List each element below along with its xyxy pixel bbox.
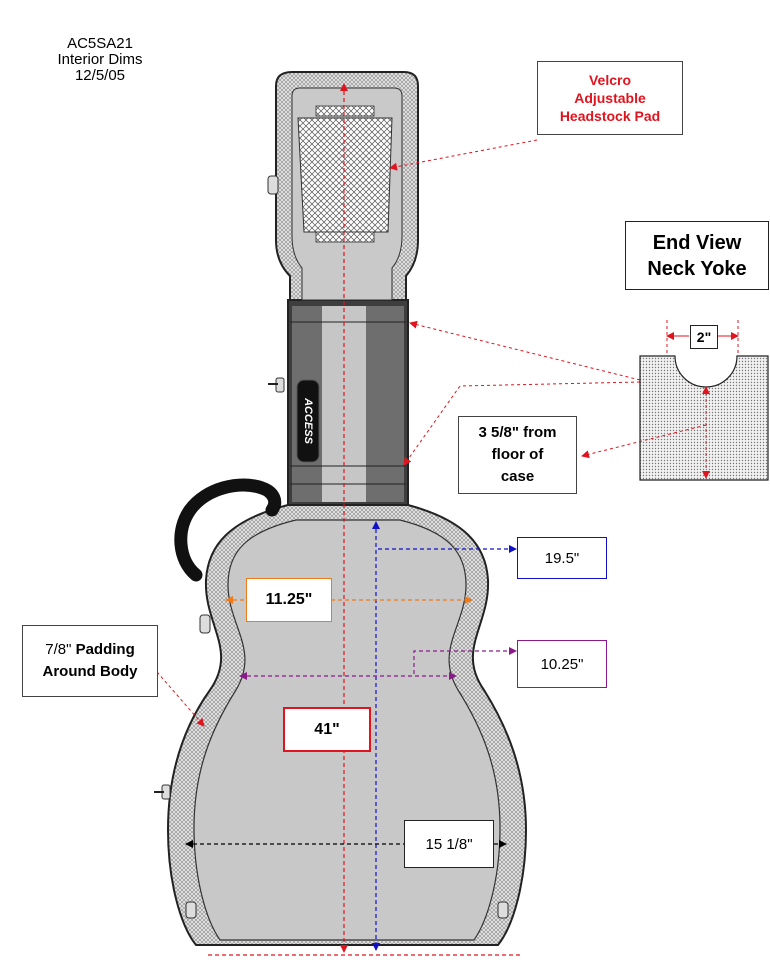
neck-yoke-end-view (581, 320, 769, 481)
velcro-leader-line (389, 139, 538, 171)
waist-text: 10.25" (540, 655, 584, 673)
velcro-label: Velcro Adjustable Headstock Pad (537, 61, 683, 135)
drawing-header: AC5SA21 Interior Dims 12/5/05 (40, 36, 160, 84)
padding-label-line2: Around Body (42, 663, 138, 680)
upper-bout-text: 19.5" (544, 549, 580, 567)
drawing-date: 12/5/05 (74, 67, 126, 84)
access-logo: ACCESS (296, 379, 320, 463)
padding-label: 7/8" Padding Around Body (22, 625, 158, 697)
upper-width-label: 11.25" (246, 578, 332, 622)
end-view-title-line2: Neck Yoke (647, 257, 747, 280)
latch-icons (154, 175, 509, 919)
velcro-label-line2: Adjustable (574, 90, 646, 106)
yoke-leader-top (409, 320, 641, 381)
case-handle (174, 478, 282, 582)
yoke-height-line1: 3 5/8" from (478, 424, 557, 441)
lower-bout-label: 15 1/8" (404, 820, 494, 868)
yoke-leader-diag (403, 385, 461, 466)
end-view-title-line1: End View (652, 231, 742, 254)
drawing-subtitle: Interior Dims (57, 51, 143, 68)
waist-leader-line (413, 647, 517, 674)
model-number: AC5SA21 (67, 35, 133, 52)
svg-text:ACCESS: ACCESS (302, 397, 314, 445)
velcro-label-line1: Velcro (588, 72, 632, 88)
yoke-height-line3: case (500, 468, 535, 485)
upper-bout-label: 19.5" (517, 537, 607, 579)
padding-label-line1: 7/8" Padding (45, 639, 135, 661)
upper-width-text: 11.25" (265, 591, 313, 608)
yoke-height-line2: floor of (491, 446, 544, 463)
yoke-width-label: 2" (690, 325, 718, 349)
padding-fraction: 7/8" (45, 641, 72, 658)
waist-label: 10.25" (517, 640, 607, 688)
headstock-pad (297, 105, 393, 243)
yoke-height-label: 3 5/8" from floor of case (458, 416, 577, 494)
yoke-leader-bottom (459, 381, 641, 387)
yoke-width-text: 2" (696, 329, 712, 345)
lower-bout-text: 15 1/8" (425, 835, 473, 853)
length-text: 41" (314, 720, 340, 738)
end-view-title: End View Neck Yoke (625, 221, 769, 290)
length-label: 41" (283, 707, 371, 752)
velcro-label-line3: Headstock Pad (559, 108, 661, 124)
padding-word: Padding (71, 641, 135, 658)
padding-leader-line (156, 671, 205, 727)
